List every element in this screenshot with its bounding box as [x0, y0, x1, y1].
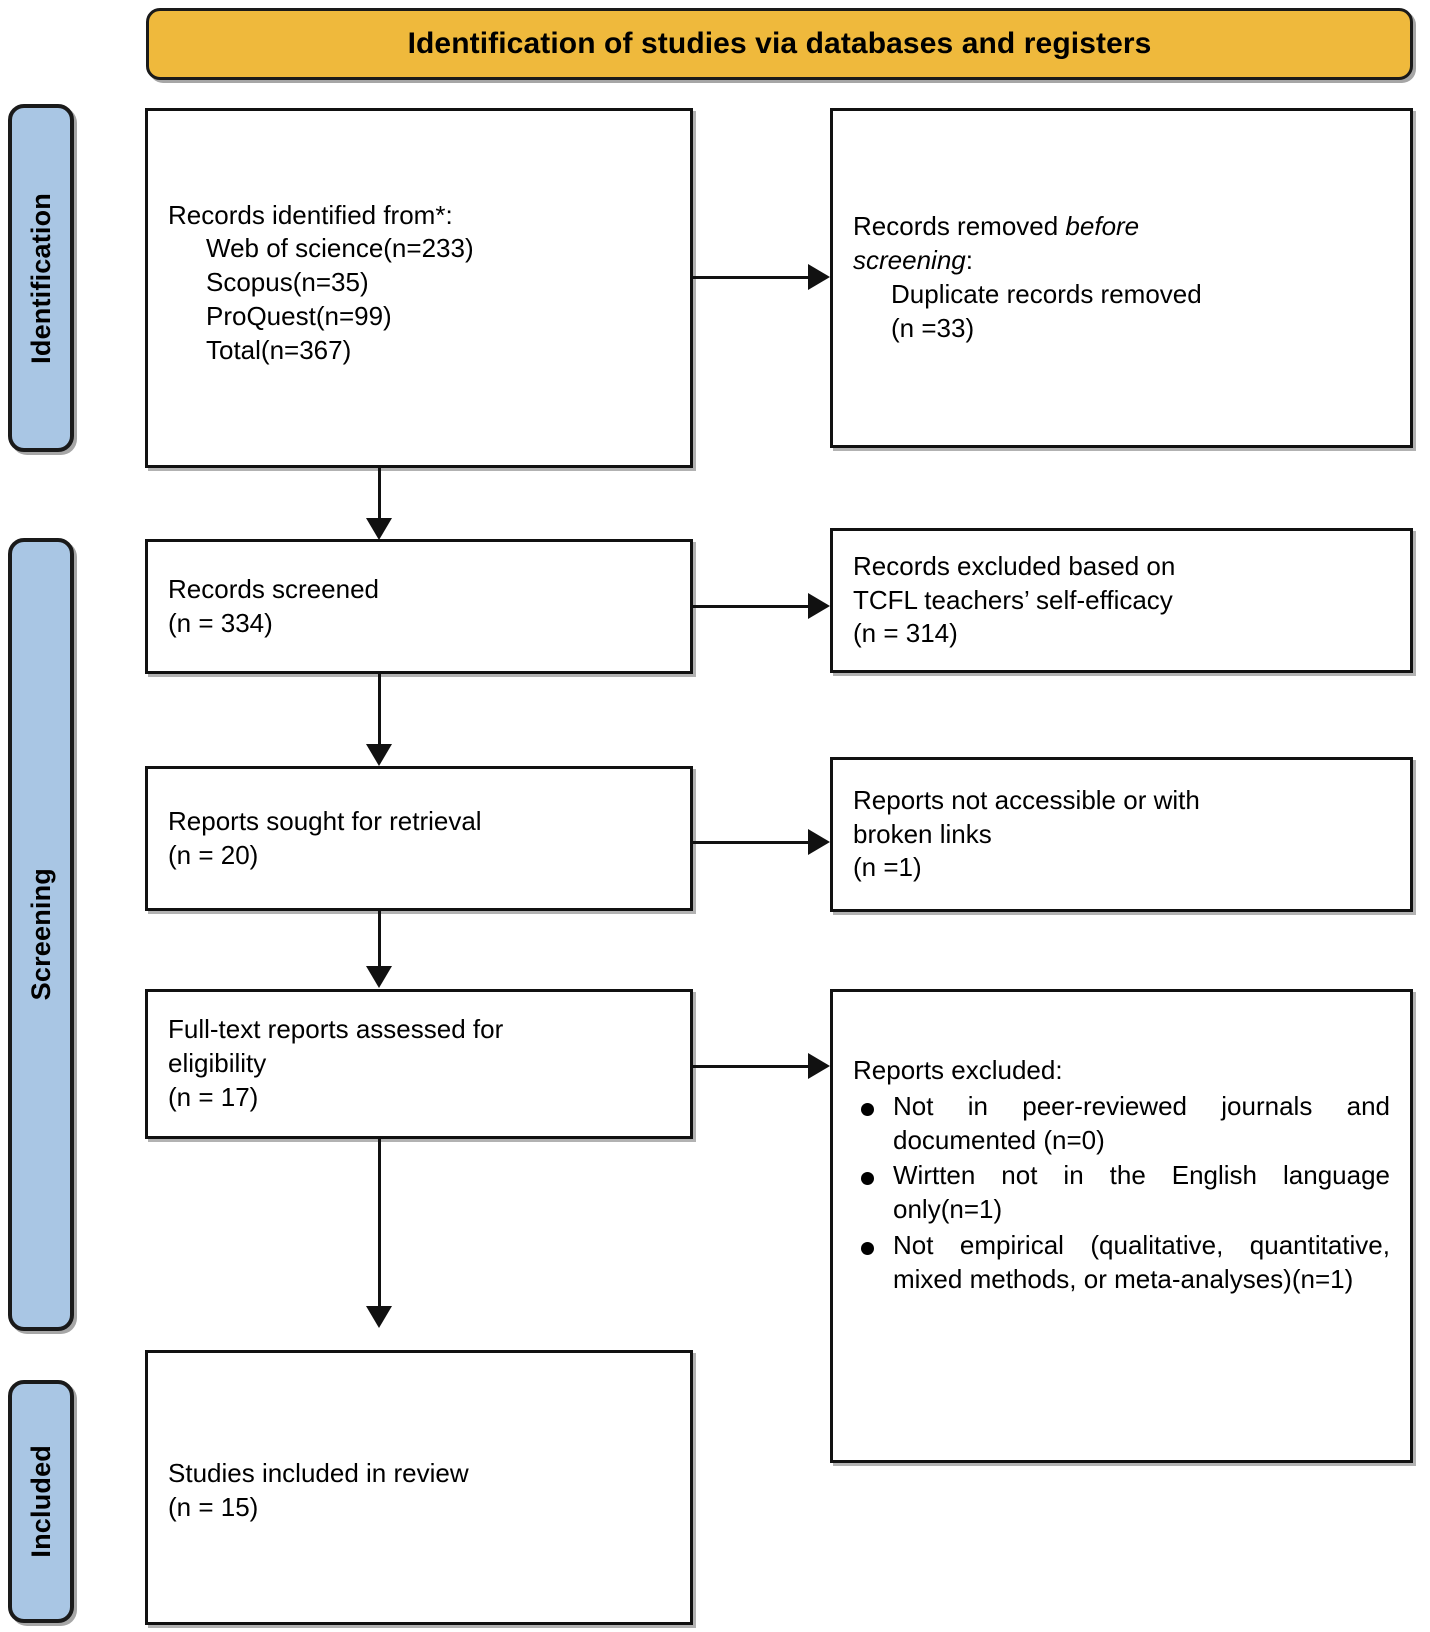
- records-excluded-line-2: TCFL teachers’ self-efficacy: [853, 584, 1173, 615]
- connector-identified-to-removed: [693, 276, 809, 279]
- records-identified-total: Total(n=367): [206, 334, 352, 365]
- stage-label-screening: Screening: [25, 868, 56, 1001]
- box-records-excluded: Records excluded based on TCFL teachers’…: [830, 528, 1413, 673]
- box-records-screened: Records screened (n = 334): [145, 539, 693, 674]
- reports-excluded-bullet-2: Not empirical (qualitative, quantitative…: [853, 1229, 1390, 1297]
- arrowhead-sought-to-fulltext: [366, 966, 392, 988]
- arrowhead-fulltext-to-included: [366, 1306, 392, 1328]
- connector-sought-to-fulltext: [378, 911, 381, 967]
- box-records-removed-before-screening: Records removed before screening: Duplic…: [830, 108, 1413, 448]
- connector-screened-to-sought: [378, 674, 381, 744]
- reports-excluded-bullet-0: Not in peer-reviewed journals and docume…: [853, 1090, 1390, 1158]
- stage-tab-included: Included: [8, 1380, 74, 1623]
- stage-tab-identification: Identification: [8, 104, 74, 452]
- reports-excluded-bullet-1: Wirtten not in the English language only…: [853, 1159, 1390, 1227]
- arrowhead-fulltext-to-reportsexcluded: [808, 1053, 830, 1079]
- box-reports-sought-for-retrieval: Reports sought for retrieval (n = 20): [145, 766, 693, 911]
- arrowhead-identified-to-screened: [366, 518, 392, 540]
- studies-included-count: (n = 15): [168, 1491, 259, 1522]
- arrowhead-sought-to-notaccessible: [808, 829, 830, 855]
- arrowhead-screened-to-sought: [366, 744, 392, 766]
- duplicate-records-removed-count: (n =33): [891, 312, 975, 343]
- arrowhead-identified-to-removed: [808, 264, 830, 290]
- box-reports-excluded-reasons: Reports excluded: Not in peer-reviewed j…: [830, 989, 1413, 1463]
- records-identified-heading: Records identified from*:: [168, 199, 453, 230]
- reports-not-accessible-line-2: broken links: [853, 818, 992, 849]
- records-screened-label: Records screened: [168, 573, 379, 604]
- stage-label-included: Included: [25, 1445, 56, 1558]
- connector-fulltext-to-included: [378, 1139, 381, 1307]
- connector-screened-to-excluded: [693, 605, 809, 608]
- fulltext-assessed-line-1: Full-text reports assessed for: [168, 1014, 504, 1045]
- arrowhead-screened-to-excluded: [808, 593, 830, 619]
- records-screened-count: (n = 334): [168, 607, 273, 638]
- duplicate-records-removed-label: Duplicate records removed: [891, 279, 1202, 309]
- reports-sought-count: (n = 20): [168, 839, 259, 870]
- records-removed-colon: :: [965, 245, 973, 276]
- connector-sought-to-notaccessible: [693, 841, 809, 844]
- box-fulltext-reports-assessed: Full-text reports assessed for eligibili…: [145, 989, 693, 1139]
- records-removed-text-italic-2: screening: [853, 245, 966, 276]
- box-reports-not-accessible: Reports not accessible or with broken li…: [830, 757, 1413, 912]
- reports-sought-label: Reports sought for retrieval: [168, 805, 482, 836]
- records-removed-line-1: Records removed before: [853, 210, 1390, 244]
- studies-included-label: Studies included in review: [168, 1457, 469, 1488]
- box-records-identified: Records identified from*: Web of science…: [145, 108, 693, 468]
- records-excluded-line-1: Records excluded based on: [853, 550, 1176, 581]
- reports-excluded-title: Reports excluded:: [853, 1055, 1063, 1085]
- diagram-title-banner: Identification of studies via databases …: [146, 8, 1413, 80]
- stage-label-identification: Identification: [25, 192, 56, 364]
- records-identified-source-0: Web of science(n=233): [206, 233, 474, 264]
- connector-fulltext-to-reportsexcluded: [693, 1065, 809, 1068]
- reports-not-accessible-line-1: Reports not accessible or with: [853, 784, 1200, 815]
- records-excluded-count: (n = 314): [853, 618, 958, 649]
- records-identified-source-1: Scopus(n=35): [206, 267, 369, 298]
- connector-identified-to-screened: [378, 468, 381, 520]
- reports-excluded-list: Not in peer-reviewed journals and docume…: [853, 1090, 1390, 1297]
- fulltext-assessed-count: (n = 17): [168, 1081, 259, 1112]
- diagram-title: Identification of studies via databases …: [407, 27, 1152, 60]
- records-removed-text-italic: before: [1065, 211, 1140, 242]
- stage-tab-screening: Screening: [8, 538, 74, 1331]
- reports-not-accessible-count: (n =1): [853, 852, 922, 883]
- records-identified-source-2: ProQuest(n=99): [206, 300, 392, 331]
- records-removed-line-2: screening:: [853, 244, 1390, 278]
- box-studies-included-in-review: Studies included in review (n = 15): [145, 1350, 693, 1625]
- fulltext-assessed-line-2: eligibility: [168, 1048, 267, 1079]
- records-removed-text-plain: Records removed: [853, 211, 1066, 242]
